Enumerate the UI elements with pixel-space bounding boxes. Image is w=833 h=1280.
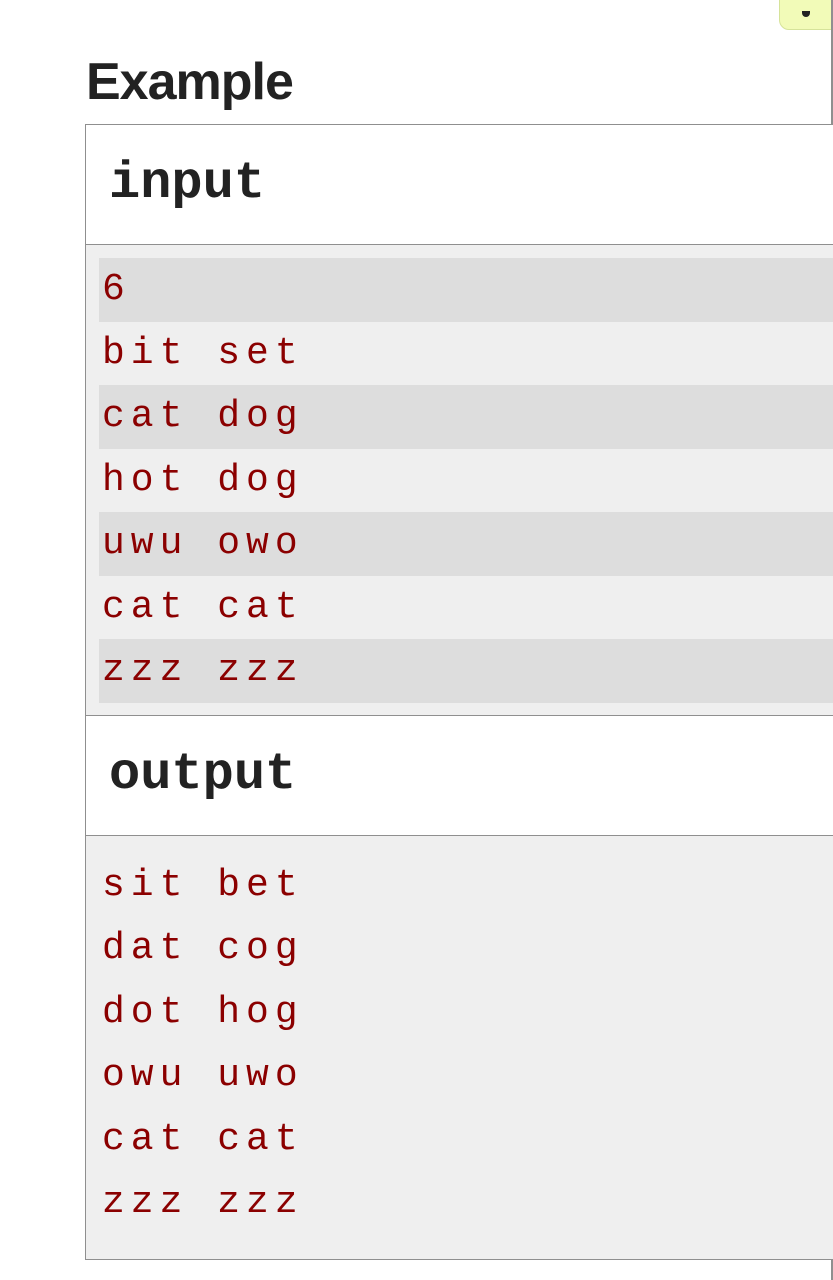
input-line: uwu owo [99,512,833,576]
corner-tag [779,0,833,30]
input-line: bit set [99,321,833,385]
input-header: input [86,125,833,245]
tag-mark [802,11,810,17]
output-line: zzz zzz [102,1181,304,1224]
input-line: hot dog [99,448,833,512]
sample-test: input 6 bit set cat dog hot dog uwu owo … [85,124,833,1260]
input-line: 6 [99,258,833,322]
output-line: dot hog [102,990,304,1034]
input-line: cat cat [99,575,833,639]
input-line: zzz zzz [99,639,833,703]
section-title: Example [86,53,294,111]
output-line: dat cog [102,927,304,970]
input-body: 6 bit set cat dog hot dog uwu owo cat ca… [86,245,833,716]
input-line: cat dog [99,385,833,449]
output-line: owu uwo [102,1054,304,1097]
output-header: output [86,716,833,836]
output-line: sit bet [102,863,304,907]
output-line: cat cat [102,1117,304,1161]
output-body: sit bet dat cog dot hog owu uwo cat cat … [86,835,833,1259]
